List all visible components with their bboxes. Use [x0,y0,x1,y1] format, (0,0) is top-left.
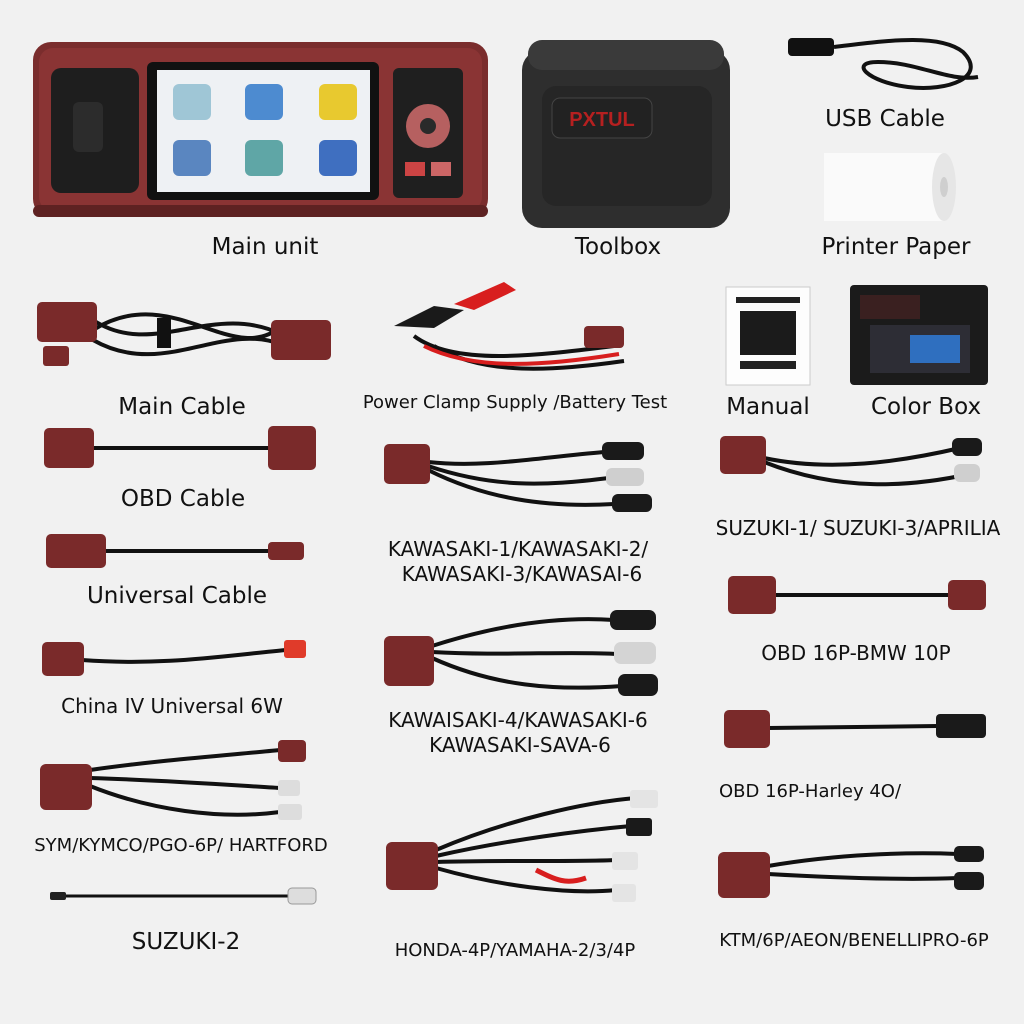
obd-bmw-cable [728,574,988,616]
label-china-iv: China IV Universal 6W [61,694,283,718]
manual [725,286,811,386]
printer-paper-drawing [824,153,956,221]
sym-kymco-cable [40,740,310,828]
label-usb-cable: USB Cable [825,106,945,132]
universal-cable-drawing [46,534,304,568]
label-manual: Manual [726,394,810,420]
label-suzuki-aprilia: SUZUKI-1/ SUZUKI-3/APRILIA [715,516,1001,540]
obd-harley-drawing [724,710,986,748]
kawasaki-b-cable [384,606,662,702]
main-cable [33,290,333,378]
label-power-clamp: Power Clamp Supply /Battery Test [362,392,668,413]
ktm-aeon-cable [718,842,988,908]
label-honda-yamaha: HONDA-4P/YAMAHA-2/3/4P [394,940,636,961]
label-main-unit: Main unit [211,234,319,260]
main-unit-drawing [33,42,488,217]
suzuki-aprilia-drawing [720,436,982,487]
ktm-aeon-drawing [718,846,984,898]
honda-yamaha-drawing [386,790,658,902]
printer-paper [824,153,956,221]
label-toolbox: Toolbox [574,234,662,260]
power-clamp [394,276,634,376]
china-iv-drawing [42,640,306,676]
manual-drawing [725,286,811,386]
suzuki-2-cable [50,884,320,908]
label-sym-kymco: SYM/KYMCO/PGO-6P/ HARTFORD [34,835,328,856]
main-cable-drawing [37,302,331,366]
usb-cable-drawing [788,38,979,90]
honda-yamaha-cable [386,790,662,908]
toolbox-brand: PXTUL [569,109,635,131]
label-universal-cable: Universal Cable [86,583,268,609]
power-clamp-drawing [394,282,625,371]
obd-cable-drawing [44,426,316,470]
label-suzuki-2: SUZUKI-2 [131,929,241,955]
china-iv-cable [42,638,308,678]
usb-cable [788,32,988,102]
label-kawasaki-b-line2: KAWASAKI-SAVA-6 [429,733,611,757]
suzuki-2-drawing [50,887,317,905]
toolbox: PXTUL [522,40,730,228]
kawasaki-b-drawing [384,610,658,696]
label-color-box: Color Box [870,394,982,420]
kawasaki-a-drawing [384,442,652,512]
obd-harley-cable [724,706,988,750]
label-kawasaki-a-line1: KAWASAKI-1/KAWASAKI-2/ [387,537,649,561]
label-main-cable: Main Cable [118,394,246,420]
suzuki-aprilia-cable [720,432,982,492]
color-box [850,285,988,385]
label-kawasaki-a-line2: KAWASAKI-3/KAWASAI-6 [401,562,643,586]
obd-bmw-drawing [728,576,986,614]
label-obd-bmw: OBD 16P-BMW 10P [761,641,951,665]
main-unit [33,42,488,217]
label-obd-cable: OBD Cable [120,486,246,512]
sym-kymco-drawing [40,740,306,820]
label-kawasaki-b-line1: KAWAISAKI-4/KAWASAKI-6 [388,708,648,732]
universal-cable [46,532,308,570]
label-obd-harley: OBD 16P-Harley 4O/ [718,781,902,802]
toolbox-drawing: PXTUL [522,40,730,228]
label-ktm-aeon: KTM/6P/AEON/BENELLIPRO-6P [719,930,989,951]
obd-cable [44,424,316,472]
color-box-drawing [850,285,988,385]
label-printer-paper: Printer Paper [821,234,971,260]
kawasaki-a-cable [384,438,656,516]
